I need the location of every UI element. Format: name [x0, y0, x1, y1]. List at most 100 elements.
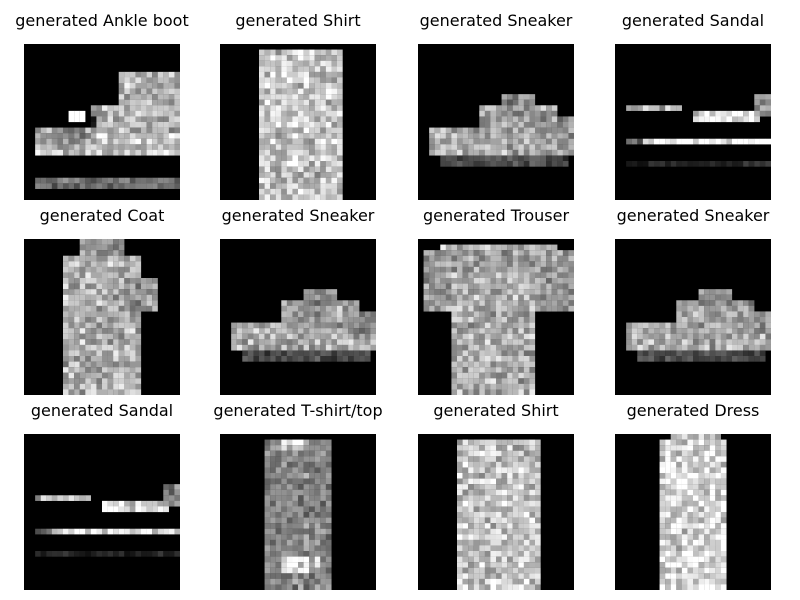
pixel: [546, 155, 552, 162]
pixel: [637, 105, 643, 111]
pixel: [765, 311, 771, 318]
pixel: [507, 317, 513, 323]
pixel: [518, 356, 524, 362]
pixel: [709, 495, 716, 501]
pixel: [451, 149, 458, 156]
pixel: [79, 133, 86, 139]
pixel: [654, 333, 660, 340]
pixel: [320, 461, 326, 468]
pixel: [174, 110, 180, 117]
pixel: [68, 361, 75, 368]
pixel: [473, 439, 480, 446]
pixel: [765, 105, 771, 111]
pixel: [74, 127, 80, 134]
pixel: [63, 294, 69, 301]
pixel: [141, 300, 147, 306]
pixel: [665, 339, 671, 345]
pixel: [275, 99, 282, 106]
pixel: [462, 333, 469, 340]
pixel: [687, 356, 694, 362]
pixel: [320, 512, 326, 518]
pixel: [96, 272, 103, 279]
pixel: [523, 261, 530, 267]
pixel: [107, 317, 114, 323]
pixel: [654, 356, 660, 362]
pixel: [568, 305, 574, 312]
pixel: [496, 445, 502, 451]
pixel: [484, 473, 491, 479]
pixel: [523, 478, 530, 485]
pixel: [281, 99, 287, 106]
pixel: [286, 528, 293, 535]
pixel: [135, 183, 142, 189]
pixel: [507, 389, 513, 395]
pixel: [320, 300, 326, 306]
pixel: [298, 83, 304, 89]
pixel: [654, 105, 660, 111]
pixel: [512, 523, 519, 529]
pixel: [275, 450, 282, 457]
pixel: [286, 445, 293, 451]
pixel: [462, 512, 469, 518]
pixel: [462, 161, 469, 167]
pixel: [704, 356, 710, 362]
pixel: [687, 461, 694, 468]
pixel: [507, 339, 513, 345]
pixel: [759, 105, 766, 111]
pixel: [96, 300, 103, 306]
pixel: [331, 161, 338, 167]
pixel: [490, 562, 497, 568]
pixel: [325, 49, 332, 56]
pixel: [348, 339, 354, 345]
pixel: [113, 339, 119, 345]
pixel: [96, 149, 103, 156]
pixel: [507, 138, 513, 145]
pixel: [457, 489, 463, 496]
pixel: [676, 478, 682, 485]
pixel: [135, 83, 142, 89]
pixel: [468, 344, 474, 351]
pixel: [709, 461, 716, 468]
pixel: [737, 328, 744, 334]
pixel: [484, 506, 491, 513]
pixel: [320, 322, 326, 329]
pixel: [681, 573, 688, 579]
pixel: [704, 344, 710, 351]
pixel: [292, 155, 299, 162]
pixel: [529, 272, 536, 279]
pixel: [445, 305, 452, 312]
pixel: [292, 88, 299, 95]
pixel: [681, 161, 688, 167]
pixel: [523, 305, 530, 312]
pixel: [264, 450, 271, 457]
pixel: [512, 122, 519, 128]
pixel: [275, 545, 282, 552]
pixel: [90, 378, 97, 384]
pixel: [107, 528, 114, 535]
pixel: [270, 473, 276, 479]
pixel: [309, 333, 315, 340]
pixel: [496, 545, 502, 552]
pixel: [118, 239, 125, 245]
pixel: [124, 83, 130, 89]
pixel: [292, 356, 299, 362]
pixel: [364, 333, 371, 340]
pixel: [496, 261, 502, 267]
pixel: [74, 133, 80, 139]
pixel: [626, 138, 632, 145]
pixel: [687, 578, 694, 585]
pixel: [113, 372, 119, 379]
pixel: [275, 534, 282, 540]
pixel: [501, 350, 508, 357]
pixel: [631, 339, 638, 345]
pixel: [726, 110, 733, 117]
pixel: [490, 556, 497, 563]
pixel: [434, 272, 441, 279]
pixel: [320, 294, 326, 301]
pixel: [157, 116, 164, 123]
pixel: [68, 144, 75, 150]
pixel: [709, 311, 716, 318]
pixel: [496, 495, 502, 501]
pixel: [174, 133, 180, 139]
pixel: [523, 506, 530, 513]
